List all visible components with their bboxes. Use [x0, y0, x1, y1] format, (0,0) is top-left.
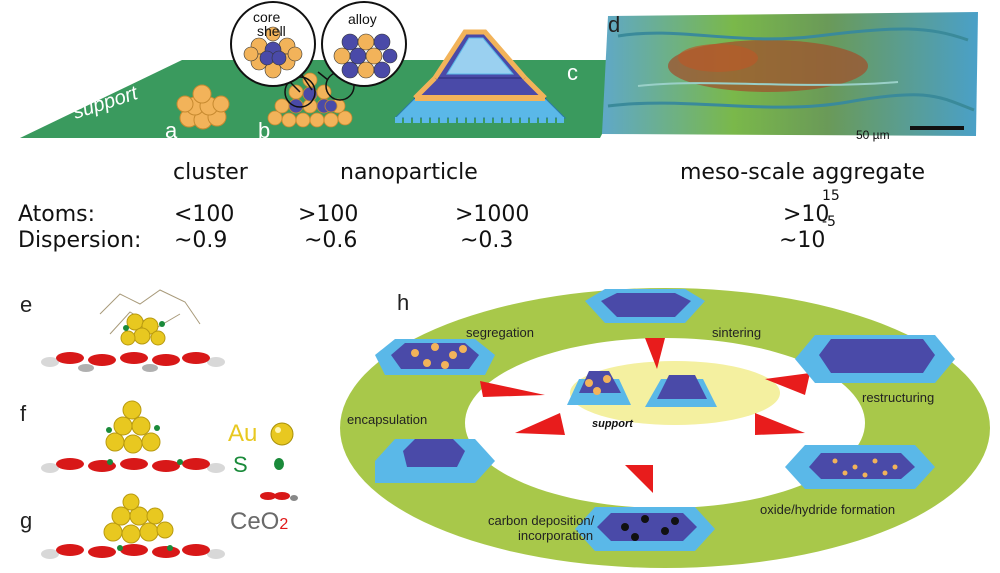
au-cluster-f	[105, 400, 161, 454]
ceo2-slab-f	[41, 458, 225, 473]
dispersion-label: Dispersion:	[18, 228, 142, 253]
legend-ce-text: CeO	[230, 508, 280, 535]
ceo2-slab-g	[41, 544, 225, 559]
label-encapsulation: encapsulation	[347, 412, 428, 427]
label-segregation: segregation	[466, 325, 534, 340]
dispersion-exponent-4: -5	[822, 214, 836, 230]
panel-letter-d: d	[608, 12, 621, 37]
legend-ceo2-label: CeO2	[230, 508, 288, 536]
label-sintering: sintering	[712, 325, 762, 340]
dispersion-value-4: ~10	[779, 228, 826, 253]
atoms-label: Atoms:	[18, 202, 96, 227]
atoms-value-3: >1000	[455, 202, 530, 227]
legend-s-icon	[274, 458, 284, 470]
label-restructuring: restructuring	[862, 390, 935, 405]
nanoparticle-c-illustration	[393, 29, 567, 123]
label-carbon-line1: carbon deposition/	[488, 513, 595, 528]
legend-s-label: S	[233, 452, 248, 477]
panel-letter-a: a	[165, 118, 178, 143]
panel-letter-h: h	[397, 290, 410, 315]
nanoparticle-b-illustration	[267, 72, 353, 128]
inset-alloy-label: alloy	[348, 11, 377, 27]
micrograph-d	[602, 12, 978, 136]
core-shell-inset	[230, 1, 316, 87]
legend-au-label: Au	[228, 420, 258, 447]
panel-letter-g: g	[20, 508, 33, 533]
h-center-support-label: support	[592, 418, 633, 430]
h-ring-diagram	[340, 288, 990, 568]
atoms-value-4: >10	[783, 202, 830, 227]
dispersion-value-1: ~0.9	[174, 228, 228, 253]
alloy-inset	[321, 1, 407, 87]
legend-ce-sub: 2	[279, 516, 289, 533]
panel-letter-b: b	[258, 118, 271, 143]
dispersion-value-3: ~0.3	[460, 228, 514, 253]
panel-letter-c: c	[567, 60, 578, 85]
label-oxide: oxide/hydride formation	[760, 502, 896, 517]
legend-ceo2-icon	[260, 492, 298, 501]
dispersion-value-2: ~0.6	[304, 228, 358, 253]
heading-nanoparticle: nanoparticle	[340, 160, 478, 185]
au-cluster-e	[99, 289, 201, 346]
panel-letter-f: f	[20, 401, 27, 426]
heading-meso: meso-scale aggregate	[680, 160, 926, 185]
panel-letter-e: e	[20, 292, 33, 317]
scale-bar-label: 50 µm	[856, 128, 890, 142]
atoms-exponent-4: 15	[822, 188, 840, 204]
atoms-value-2: >100	[298, 202, 359, 227]
atoms-value-1: <100	[174, 202, 235, 227]
au-cluster-g	[103, 493, 174, 544]
cluster-a-illustration	[176, 84, 230, 130]
inset-core-label: core	[253, 9, 281, 25]
label-carbon-line2: incorporation	[518, 528, 594, 543]
ceo2-slab-e	[41, 352, 225, 372]
legend-au-icon	[270, 422, 294, 446]
inset-shell-label: shell	[257, 23, 286, 39]
heading-cluster: cluster	[173, 160, 248, 185]
